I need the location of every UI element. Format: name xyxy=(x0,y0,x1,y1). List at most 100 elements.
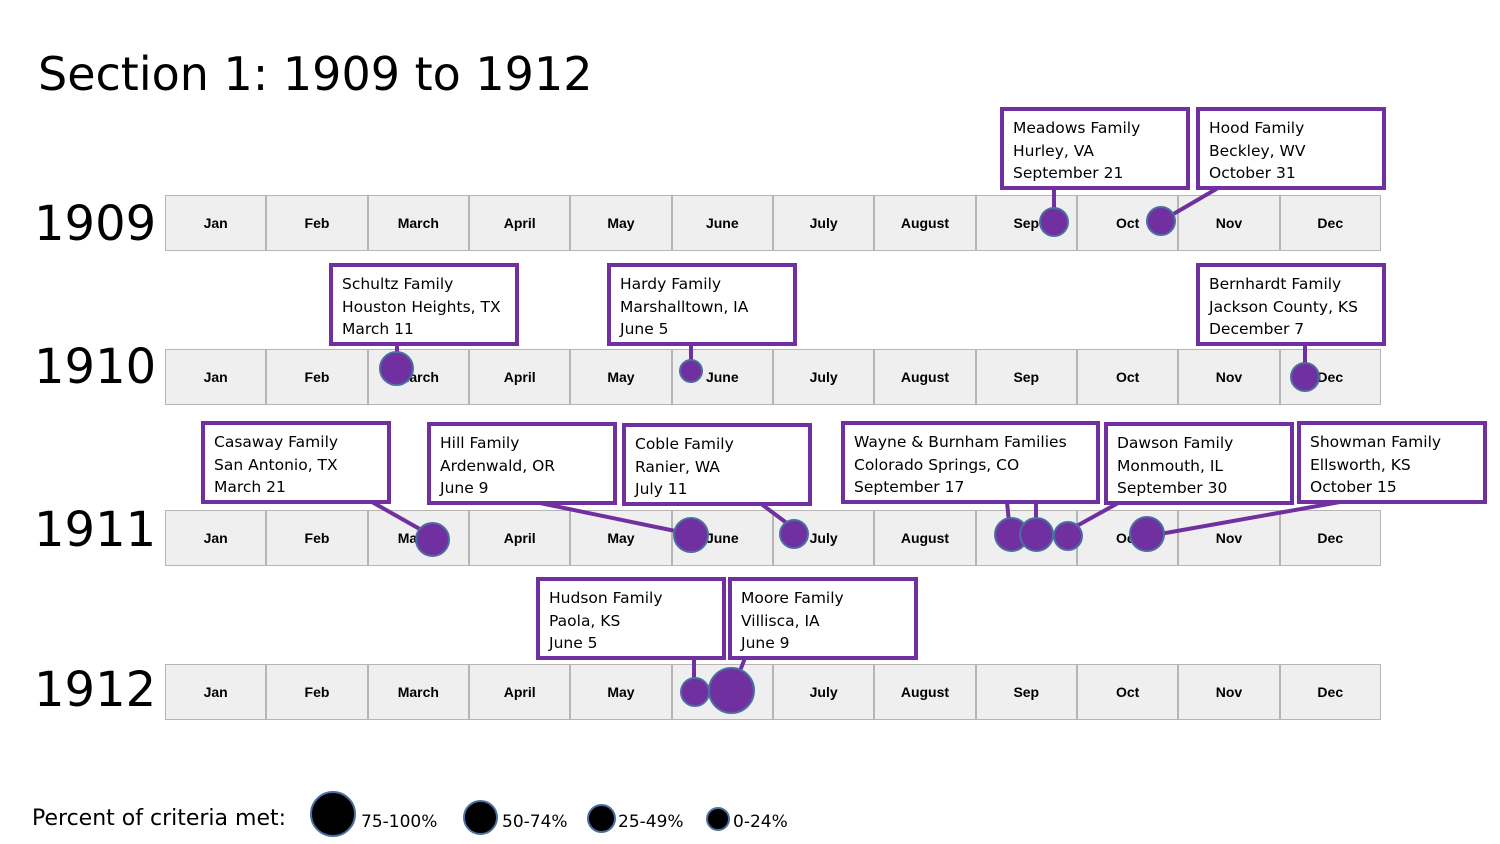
event-family: Hill Family xyxy=(440,434,520,452)
month-cell: April xyxy=(469,196,572,250)
event-place: Monmouth, IL xyxy=(1117,456,1224,475)
month-cell: Jan xyxy=(166,511,268,565)
year-label-1912: 1912 xyxy=(34,662,157,718)
month-cell: August xyxy=(875,196,977,250)
event-date: June 5 xyxy=(620,320,669,338)
month-cell: Jan xyxy=(166,196,268,250)
legend-circle-large xyxy=(310,791,356,837)
event-place: Jackson County, KS xyxy=(1209,297,1358,316)
event-family: Dawson Family xyxy=(1117,434,1234,452)
event-family: Moore Family xyxy=(741,589,844,607)
event-family: Showman Family xyxy=(1310,433,1442,451)
legend-text-50-74: 50-74% xyxy=(502,812,568,832)
event-date: March 11 xyxy=(342,320,414,338)
month-cell: Oct xyxy=(1077,665,1180,719)
legend-text-0-24: 0-24% xyxy=(733,812,788,832)
month-cell: April xyxy=(469,350,572,404)
month-cell: Feb xyxy=(267,196,369,250)
event-callout-hardy: Hardy Family Marshalltown, IA June 5 xyxy=(607,263,797,346)
legend-circle-medium xyxy=(463,800,498,835)
event-callout-dawson: Dawson Family Monmouth, IL September 30 xyxy=(1104,422,1294,505)
month-cell: August xyxy=(875,665,977,719)
year-label-1909: 1909 xyxy=(34,196,157,252)
month-cell: Jan xyxy=(166,665,268,719)
page-title: Section 1: 1909 to 1912 xyxy=(38,47,593,101)
event-callout-hood: Hood Family Beckley, WV October 31 xyxy=(1196,107,1386,190)
event-date: June 9 xyxy=(741,634,790,652)
event-dot-dawson xyxy=(1053,521,1083,551)
event-dot-showman xyxy=(1129,516,1165,552)
event-callout-moore: Moore Family Villisca, IA June 9 xyxy=(728,577,918,660)
event-callout-wayne-burnham: Wayne & Burnham Families Colorado Spring… xyxy=(841,421,1100,504)
event-callout-hudson: Hudson Family Paola, KS June 5 xyxy=(536,577,726,660)
month-cell: March xyxy=(368,196,470,250)
event-callout-casaway: Casaway Family San Antonio, TX March 21 xyxy=(201,421,391,504)
month-cell: Dec xyxy=(1280,665,1380,719)
event-dot-coble xyxy=(779,519,809,549)
connector-showman xyxy=(1159,500,1341,536)
event-dot-bernhardt xyxy=(1290,362,1320,392)
connector-casaway xyxy=(371,500,426,534)
month-cell: May xyxy=(571,196,673,250)
event-date: July 11 xyxy=(635,480,688,498)
event-family: Casaway Family xyxy=(214,433,339,451)
event-place: Colorado Springs, CO xyxy=(854,455,1020,474)
year-label-1910: 1910 xyxy=(34,339,157,395)
event-family: Meadows Family xyxy=(1013,119,1141,137)
month-cell: March xyxy=(368,665,470,719)
event-callout-schultz: Schultz Family Houston Heights, TX March… xyxy=(329,263,519,346)
event-dot-casaway xyxy=(415,522,450,557)
month-cell: July xyxy=(773,350,876,404)
connector-dawson xyxy=(1072,500,1121,530)
event-callout-coble: Coble Family Ranier, WA July 11 xyxy=(622,423,812,506)
event-place: Villisca, IA xyxy=(741,611,820,630)
event-callout-showman: Showman Family Ellsworth, KS October 15 xyxy=(1297,421,1487,504)
event-place: Houston Heights, TX xyxy=(342,297,501,316)
event-dot-hudson xyxy=(680,677,710,707)
event-date: June 5 xyxy=(549,634,598,652)
legend-circle-tiny xyxy=(706,807,730,831)
month-cell: August xyxy=(875,511,977,565)
month-cell: Nov xyxy=(1179,350,1281,404)
month-cell: April xyxy=(469,665,572,719)
event-date: March 21 xyxy=(214,478,286,496)
event-date: September 30 xyxy=(1117,479,1228,497)
event-date: September 21 xyxy=(1013,164,1124,182)
event-place: Hurley, VA xyxy=(1013,141,1094,160)
month-cell: Sep xyxy=(976,665,1078,719)
year-label-1911: 1911 xyxy=(34,502,157,558)
event-place: Ranier, WA xyxy=(635,457,720,476)
legend-circle-small xyxy=(587,804,616,833)
event-callout-hill: Hill Family Ardenwald, OR June 9 xyxy=(427,422,617,505)
event-family: Coble Family xyxy=(635,435,734,453)
timeline-bar-1911: JanFebMarchAprilMayJuneJulyAugustSepOctN… xyxy=(165,510,1381,566)
month-cell: July xyxy=(773,665,876,719)
month-cell: May xyxy=(571,665,673,719)
event-date: June 9 xyxy=(440,479,489,497)
month-cell: Oct xyxy=(1077,350,1180,404)
event-date: October 15 xyxy=(1310,478,1397,496)
month-cell: July xyxy=(773,196,876,250)
event-family: Bernhardt Family xyxy=(1209,275,1342,293)
event-family: Hood Family xyxy=(1209,119,1305,137)
month-cell: Dec xyxy=(1280,511,1380,565)
event-dot-hood xyxy=(1146,206,1176,236)
event-place: Ellsworth, KS xyxy=(1310,455,1411,474)
event-family: Hardy Family xyxy=(620,275,722,293)
event-dot-schultz xyxy=(379,351,414,386)
event-dot-moore xyxy=(708,667,755,714)
month-cell: April xyxy=(469,511,572,565)
legend-label: Percent of criteria met: xyxy=(32,806,287,831)
event-date: December 7 xyxy=(1209,320,1305,338)
month-cell: June xyxy=(672,196,774,250)
event-family: Hudson Family xyxy=(549,589,663,607)
event-dot-hill xyxy=(673,517,709,553)
event-dot-meadows xyxy=(1039,207,1069,237)
month-cell: Feb xyxy=(267,350,369,404)
event-family: Wayne & Burnham Families xyxy=(854,433,1067,451)
connector-hood xyxy=(1168,186,1220,218)
event-dot-burnham xyxy=(1019,517,1054,552)
connector-hill xyxy=(534,500,686,535)
